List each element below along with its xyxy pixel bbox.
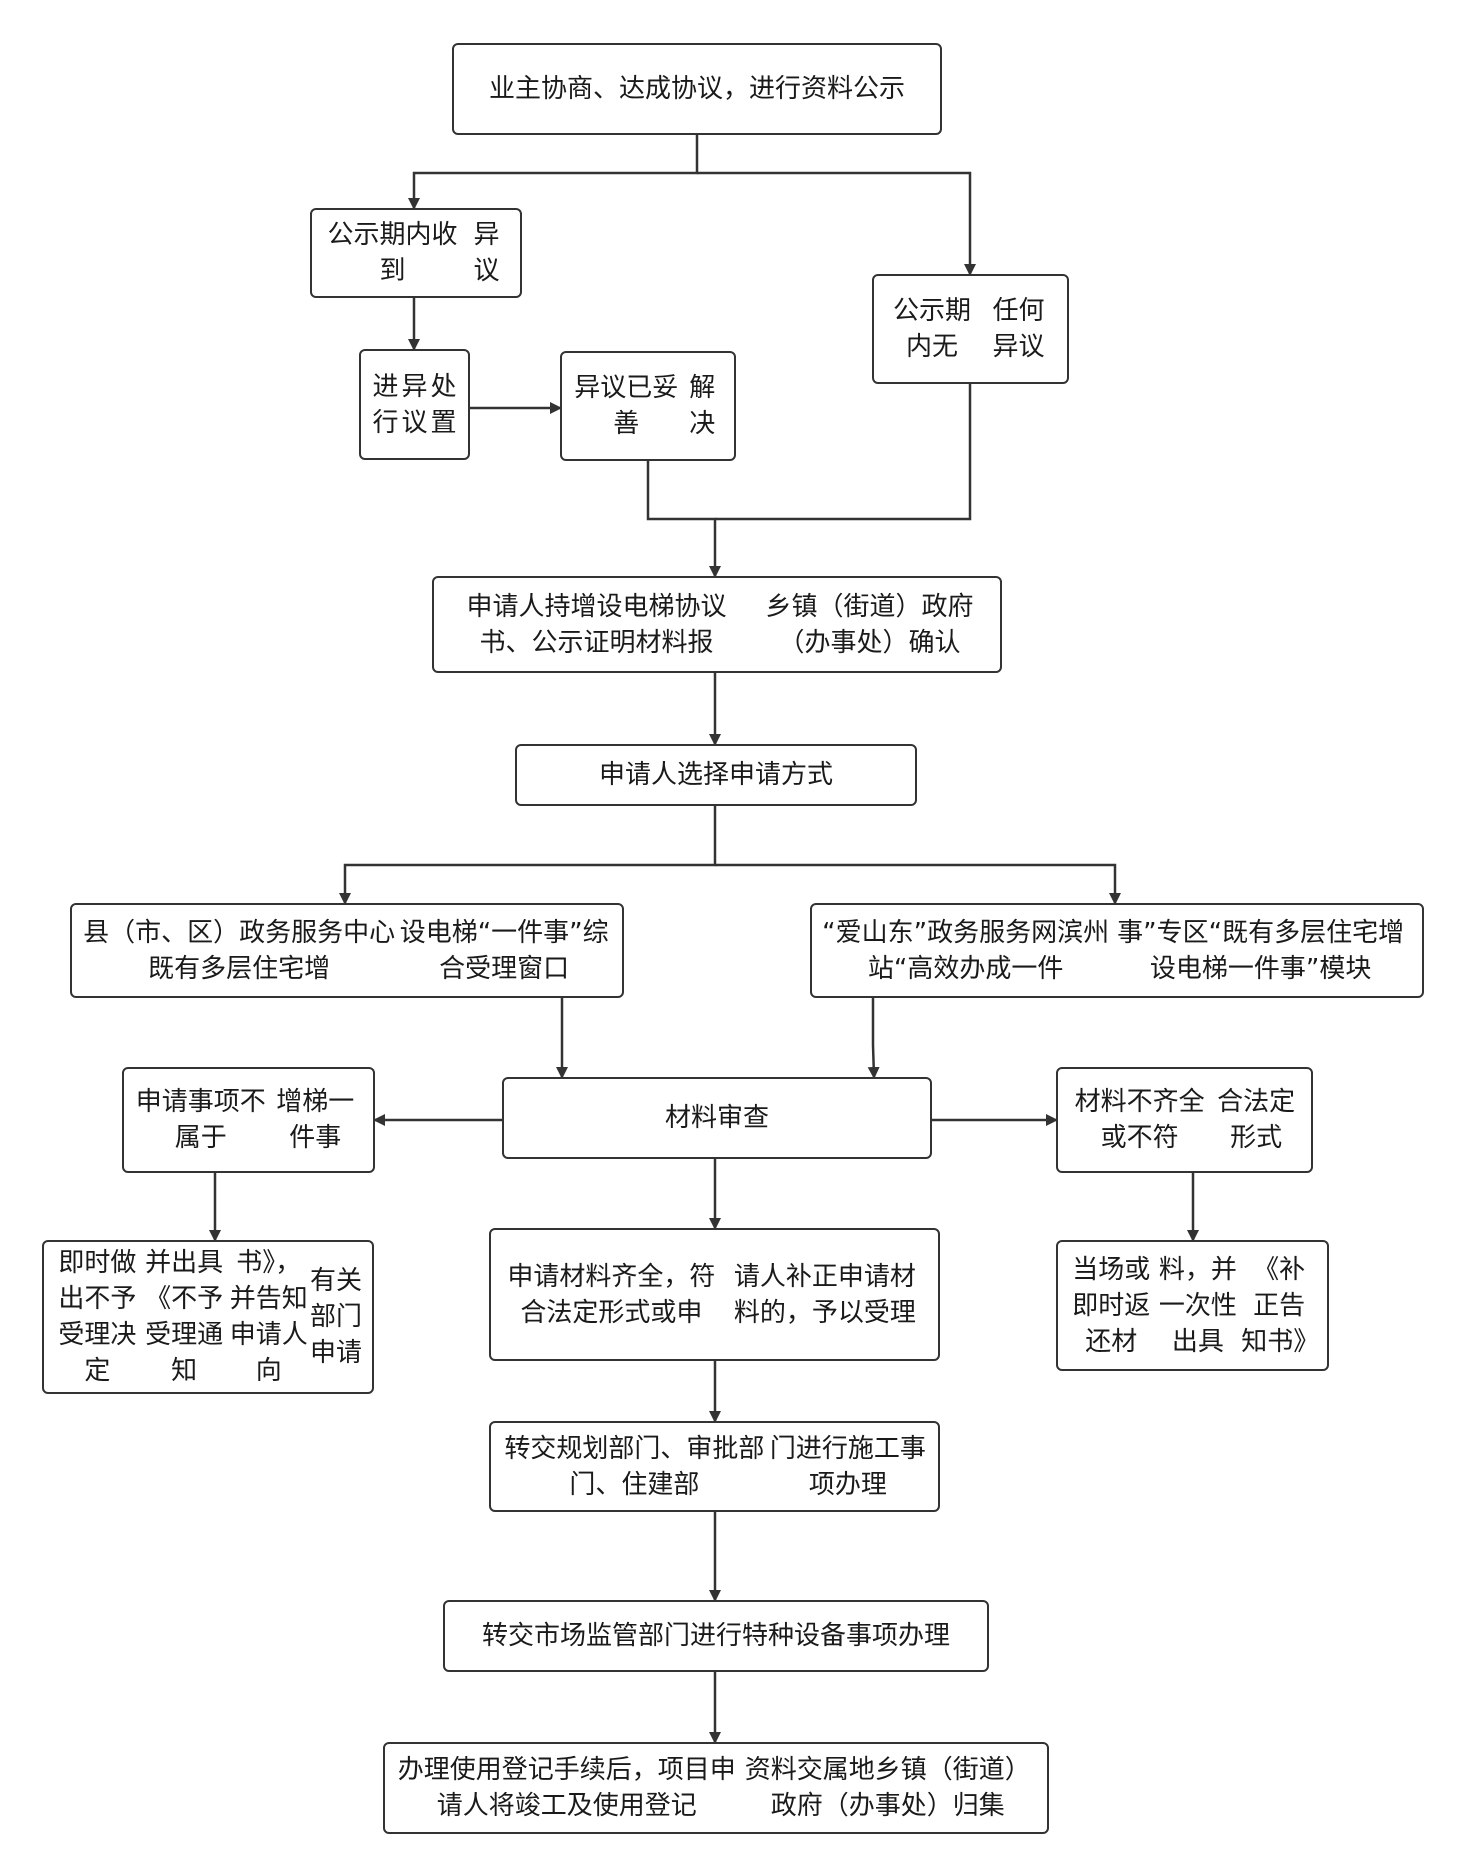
node-text-line: 有关部门申请	[309, 1266, 362, 1368]
node-text-line: 增梯一件事	[276, 1087, 355, 1153]
node-text-line: 解决	[689, 373, 716, 439]
node-text-line: 异议	[473, 220, 500, 286]
node-choose-method: 申请人选择申请方式	[515, 744, 917, 806]
node-text-line: 异议已妥善	[574, 373, 679, 439]
node-online: “爱山东”政务服务网滨州站“高效办成一件事”专区“既有多层住宅增设电梯一件事”模…	[810, 903, 1424, 998]
node-text-line: 县（市、区）政务服务中心既有多层住宅增	[83, 917, 396, 984]
node-text-line: 《补正告知书》	[1241, 1254, 1320, 1357]
node-registration: 办理使用登记手续后，项目申请人将竣工及使用登记资料交属地乡镇（街道）政府（办事处…	[383, 1742, 1049, 1834]
node-text-line: 办理使用登记手续后，项目申请人将竣工及使用登记	[397, 1755, 736, 1821]
node-text-line: 任何异议	[992, 296, 1045, 362]
node-no-objection: 公示期内无任何异议	[872, 274, 1069, 384]
node-text-line: 申请事项不属于	[135, 1087, 266, 1153]
node-text-line: 合法定形式	[1217, 1087, 1296, 1153]
node-submit-confirm: 申请人持增设电梯协议书、公示证明材料报乡镇（街道）政府（办事处）确认	[432, 576, 1002, 673]
edge-negotiate-to-objection	[408, 135, 699, 210]
node-text-line: “爱山东”政务服务网滨州站“高效办成一件	[822, 917, 1110, 984]
node-text-line: 材料审查	[664, 1103, 769, 1133]
node-text-line: 材料不齐全或不符	[1074, 1087, 1205, 1153]
edge-resolved-to-submit	[646, 461, 721, 578]
node-window: 县（市、区）政务服务中心既有多层住宅增设电梯“一件事”综合受理窗口	[70, 903, 624, 998]
node-text-line: 并出具《不予受理通知	[145, 1248, 224, 1386]
node-objection-received: 公示期内收到异议	[310, 208, 522, 298]
node-text-line: 设电梯“一件事”综合受理窗口	[399, 917, 609, 984]
node-return-materials: 当场或即时返还材料，并一次性出具《补正告知书》	[1056, 1240, 1329, 1371]
node-handle-objection: 进行异议处置	[359, 349, 470, 460]
node-text-line: 业主协商、达成协议，进行资料公示	[488, 74, 905, 104]
node-text-line: 当场或即时返还材	[1072, 1254, 1151, 1357]
node-text-line: 异议	[401, 371, 428, 438]
node-text-line: 乡镇（街道）政府（办事处）确认	[765, 591, 974, 658]
node-text-line: 转交市场监管部门进行特种设备事项办理	[481, 1621, 950, 1651]
node-transfer-market: 转交市场监管部门进行特种设备事项办理	[443, 1600, 989, 1672]
node-text-line: 进行	[372, 371, 399, 438]
node-not-applicable: 申请事项不属于增梯一件事	[122, 1067, 375, 1173]
node-text-line: 事”专区“既有多层住宅增设电梯一件事”模块	[1117, 917, 1405, 984]
node-text-line: 门进行施工事项办理	[769, 1433, 926, 1500]
edge-choose-to-window	[339, 806, 717, 905]
edge-online-to-review	[867, 998, 880, 1079]
node-review: 材料审查	[502, 1077, 932, 1159]
node-reject: 即时做出不予受理决定并出具《不予受理通知书》，并告知申请人向有关部门申请	[42, 1240, 374, 1394]
node-text-line: 资料交属地乡镇（街道）政府（办事处）归集	[744, 1755, 1031, 1821]
node-text-line: 请人补正申请材料的，予以受理	[733, 1261, 916, 1328]
edge-negotiate-to-no-objection	[697, 171, 976, 276]
edge-choose-to-online	[715, 863, 1121, 905]
node-text-line: 即时做出不予受理决定	[58, 1248, 137, 1386]
node-text-line: 申请人选择申请方式	[598, 760, 833, 790]
node-text-line: 转交规划部门、审批部门、住建部	[504, 1433, 765, 1500]
node-incomplete: 材料不齐全或不符合法定形式	[1056, 1067, 1313, 1173]
node-transfer-planning: 转交规划部门、审批部门、住建部门进行施工事项办理	[489, 1421, 940, 1512]
node-negotiate: 业主协商、达成协议，进行资料公示	[452, 43, 942, 135]
node-text-line: 料，并一次性出具	[1158, 1254, 1237, 1357]
node-objection-resolved: 异议已妥善解决	[560, 351, 736, 461]
node-accept: 申请材料齐全，符合法定形式或申请人补正申请材料的，予以受理	[489, 1228, 940, 1361]
node-text-line: 处置	[430, 371, 457, 438]
node-text-line: 申请人持增设电梯协议书、公示证明材料报	[466, 591, 727, 658]
node-text-line: 公示期内无	[893, 296, 972, 362]
node-text-line: 申请材料齐全，符合法定形式或申	[507, 1261, 716, 1328]
node-text-line: 公示期内收到	[327, 220, 458, 286]
node-text-line: 书》，并告知申请人向	[229, 1248, 308, 1386]
edge-no-objection-to-submit	[715, 384, 972, 521]
